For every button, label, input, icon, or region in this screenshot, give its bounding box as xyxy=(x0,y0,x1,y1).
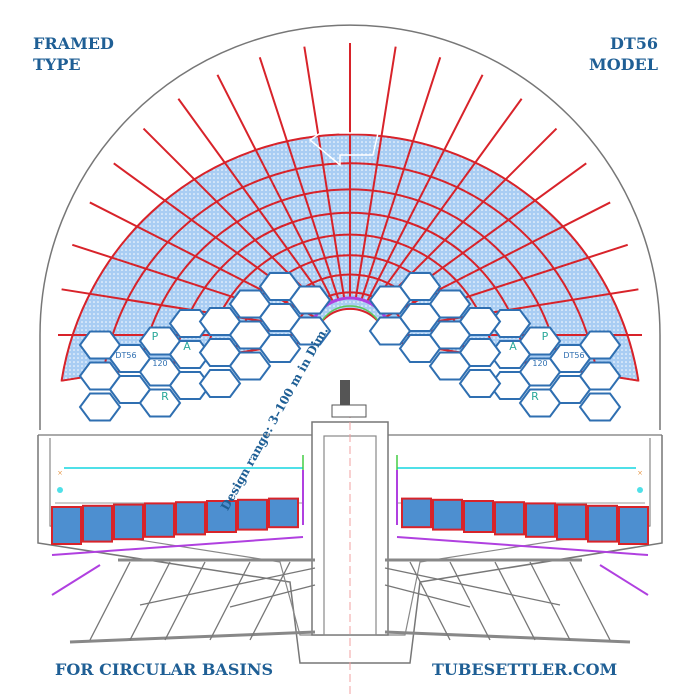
marker-x-icon: × xyxy=(57,468,62,478)
hex-cell xyxy=(258,334,302,363)
tube-module-right xyxy=(587,504,618,543)
frame-radial xyxy=(366,74,484,302)
hex-mark-label: A xyxy=(183,340,191,353)
hex-cell xyxy=(288,316,332,346)
hex-cell xyxy=(288,285,332,315)
marker-x-icon: × xyxy=(637,468,642,478)
hex-mark-label: P xyxy=(152,330,159,343)
drive-unit xyxy=(331,404,367,418)
arrow-outline-icon xyxy=(308,118,379,167)
section-line xyxy=(51,564,101,596)
hex-mark-label: DT56 xyxy=(563,351,584,360)
section-line xyxy=(139,567,316,606)
section-line xyxy=(129,561,171,641)
tank-outline xyxy=(39,24,661,430)
section-line xyxy=(209,561,251,641)
label-line: DT56 xyxy=(609,34,658,53)
support-beam xyxy=(51,536,304,556)
model-label: DT56 MODEL xyxy=(589,33,658,75)
hex-media-detail: P A R DT56 120 P A R DT56 120 xyxy=(78,272,622,422)
section-line xyxy=(494,561,536,641)
frame-radial xyxy=(177,98,329,305)
tube-module-right xyxy=(401,497,432,529)
tube-module-left xyxy=(144,502,175,538)
tube-module-left xyxy=(206,500,237,533)
section-line xyxy=(384,567,561,606)
hex-cell xyxy=(368,316,412,346)
hex-mark-label: A xyxy=(509,340,517,353)
frame-radial xyxy=(371,98,523,305)
frame-radial xyxy=(303,46,346,298)
scraper-blade xyxy=(69,630,316,644)
hex-cell xyxy=(428,351,472,381)
tube-module-right xyxy=(618,506,649,545)
hex-cell xyxy=(78,392,122,422)
hex-cell xyxy=(398,334,442,363)
level-marker-icon xyxy=(57,487,63,493)
frame-radial xyxy=(216,74,334,302)
hex-cell xyxy=(368,285,412,315)
label-line: FRAMED xyxy=(33,34,114,53)
level-marker-icon xyxy=(637,487,643,493)
label-line: MODEL xyxy=(589,55,658,74)
frame-radial xyxy=(360,56,442,300)
section-view: ×× xyxy=(37,380,663,695)
hex-cell xyxy=(458,369,502,398)
hex-cell xyxy=(198,369,242,398)
hex-mark-label: 120 xyxy=(532,359,547,368)
section-line xyxy=(599,564,649,596)
section-line xyxy=(89,561,131,641)
center-column xyxy=(311,421,389,636)
tube-module-left xyxy=(175,501,206,536)
tube-module-left xyxy=(113,503,144,541)
hex-mark-label: 120 xyxy=(152,359,167,368)
hex-cell xyxy=(168,340,212,369)
tube-module-right xyxy=(432,498,463,531)
hex-cell xyxy=(228,351,272,381)
label-line: TYPE xyxy=(33,55,81,74)
section-line xyxy=(529,561,571,641)
website-label: TUBESETTLER.COM xyxy=(432,660,618,679)
basin-outer-wall xyxy=(37,435,663,664)
circular-basins-label: FOR CIRCULAR BASINS xyxy=(55,660,274,679)
frame-radial xyxy=(354,46,397,298)
tube-module-right xyxy=(556,503,587,541)
hex-mark-label: R xyxy=(531,390,539,403)
support-beam xyxy=(396,536,649,556)
tube-module-right xyxy=(463,500,494,533)
hex-cell xyxy=(168,309,212,338)
frame-radial xyxy=(258,56,340,300)
hex-mark-label: P xyxy=(542,330,549,343)
drive-motor-icon xyxy=(340,380,350,408)
tube-module-right xyxy=(494,501,525,536)
hex-cell xyxy=(168,371,212,400)
hex-mark-label: DT56 xyxy=(115,351,136,360)
section-line xyxy=(164,561,206,641)
section-line xyxy=(249,561,291,641)
hex-cell xyxy=(518,388,562,418)
hex-cell xyxy=(578,392,622,422)
hex-cell xyxy=(138,388,182,418)
tube-module-right xyxy=(525,502,556,538)
scraper-blade xyxy=(384,630,631,644)
section-line xyxy=(409,561,451,641)
section-line xyxy=(569,561,611,641)
tube-module-left xyxy=(237,498,268,531)
framed-type-label: FRAMED TYPE xyxy=(33,33,114,75)
hex-mark-label: R xyxy=(161,390,169,403)
tube-module-left xyxy=(82,504,113,543)
tube-module-left xyxy=(268,497,299,529)
tube-module-left xyxy=(51,506,82,545)
section-line xyxy=(449,561,491,641)
